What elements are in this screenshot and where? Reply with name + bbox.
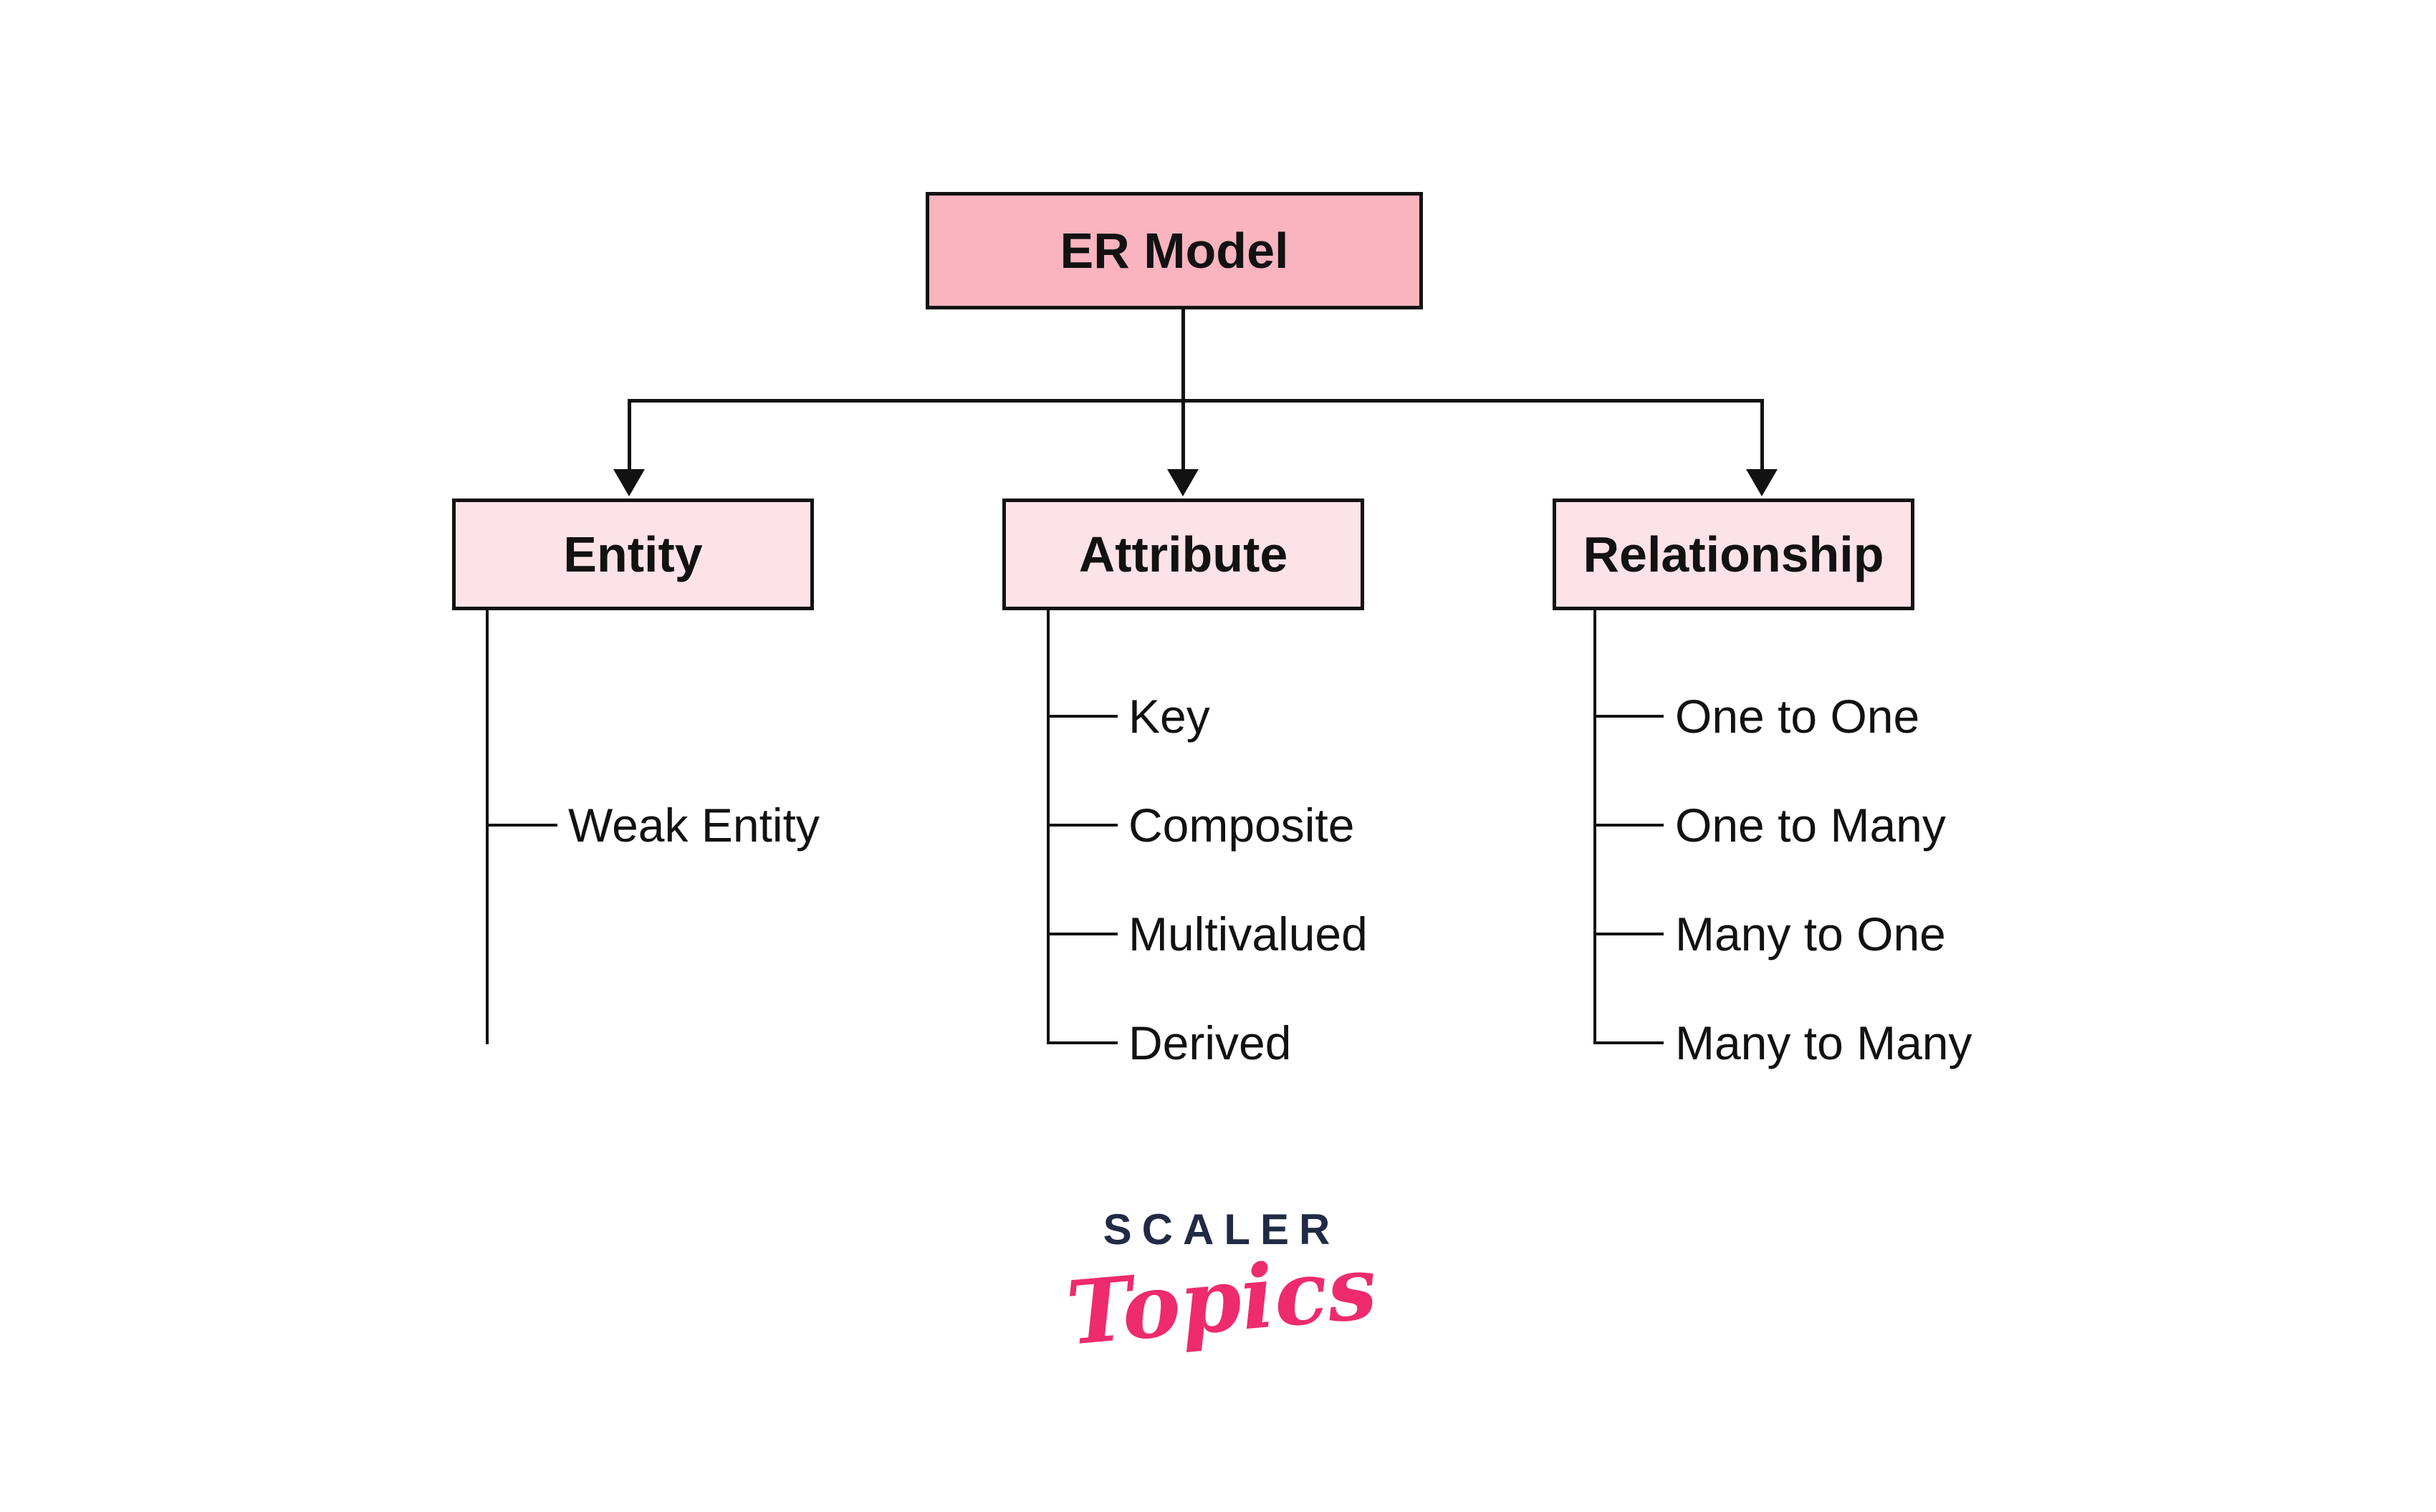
node-entity-label: Entity [563, 526, 703, 582]
branch-tick-composite [1047, 824, 1118, 827]
logo-brand-text: SCALER [1103, 1205, 1341, 1253]
connector-root-drop [1181, 309, 1185, 473]
connector-drop-relationship [1760, 399, 1764, 473]
node-attribute: Attribute [1002, 499, 1364, 610]
branch-tick-many-to-one [1593, 933, 1664, 935]
branch-stem-relationship [1593, 610, 1596, 1044]
connector-horizontal [628, 399, 1764, 403]
branch-tick-derived [1047, 1041, 1118, 1044]
branch-stem-attribute [1047, 610, 1050, 1044]
leaf-key: Key [1128, 690, 1210, 743]
leaf-composite: Composite [1128, 799, 1355, 852]
leaf-one-to-many: One to Many [1675, 799, 1946, 852]
branch-tick-key [1047, 715, 1118, 718]
node-er-model: ER Model [926, 192, 1423, 309]
down-arrowhead-entity [613, 469, 645, 496]
node-attribute-label: Attribute [1078, 526, 1288, 582]
scaler-topics-logo: SCALER Topics [1025, 1205, 1419, 1365]
leaf-many-to-many: Many to Many [1675, 1016, 1972, 1069]
branch-stem-entity [486, 610, 489, 1044]
down-arrowhead-attribute [1167, 469, 1199, 496]
branch-tick-multivalued [1047, 933, 1118, 935]
branch-tick-one-to-one [1593, 715, 1664, 718]
down-arrowhead-relationship [1746, 469, 1778, 496]
leaf-weak-entity: Weak Entity [568, 799, 820, 852]
node-relationship: Relationship [1553, 499, 1914, 610]
leaf-derived: Derived [1128, 1016, 1292, 1069]
branch-tick-many-to-many [1593, 1041, 1664, 1044]
connector-drop-entity [628, 399, 631, 473]
node-relationship-label: Relationship [1583, 526, 1884, 582]
leaf-many-to-one: Many to One [1675, 907, 1946, 960]
leaf-one-to-one: One to One [1675, 690, 1920, 743]
branch-tick-weak-entity [486, 824, 557, 827]
node-entity: Entity [452, 499, 814, 610]
node-er-model-label: ER Model [1060, 223, 1289, 279]
branch-tick-one-to-many [1593, 824, 1664, 827]
leaf-multivalued: Multivalued [1128, 907, 1368, 960]
